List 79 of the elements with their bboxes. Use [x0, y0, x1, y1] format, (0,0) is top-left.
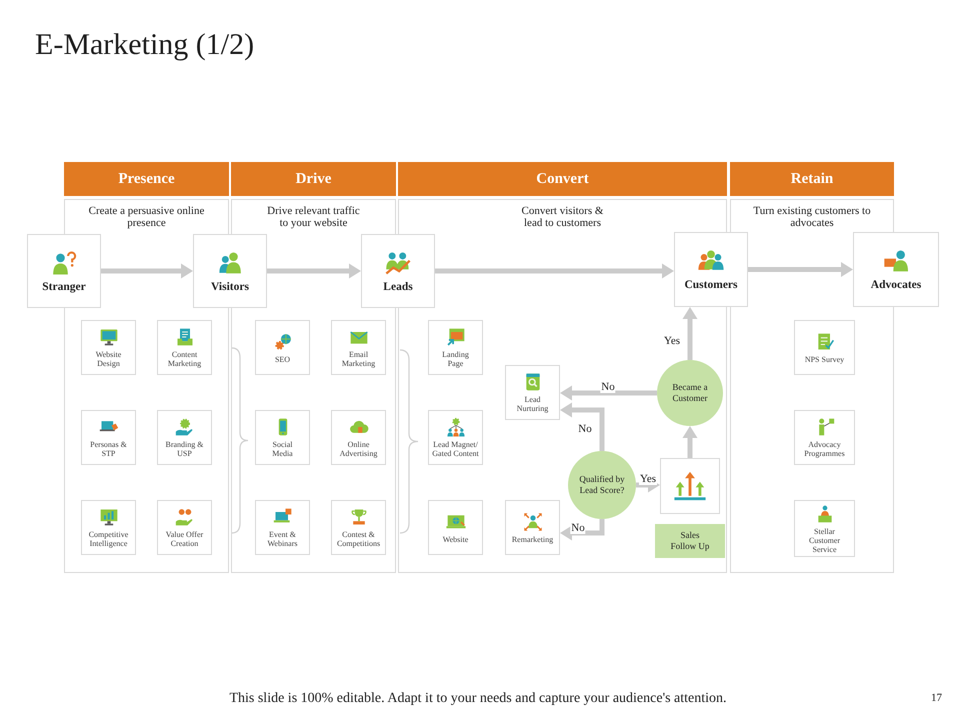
column-header: Presence — [64, 162, 229, 196]
tactic-card — [331, 410, 386, 465]
tactic-card — [255, 320, 310, 375]
tactic-card — [255, 500, 310, 555]
arrow — [748, 264, 853, 276]
tactic-label: Online Advertising — [338, 440, 378, 458]
tactic-card — [331, 320, 386, 375]
tactic-card — [794, 410, 855, 465]
tactic-card — [428, 500, 483, 555]
stage-label: Advocates — [870, 279, 922, 292]
slide-title: E-Marketing (1/2) — [35, 27, 254, 63]
arrow — [267, 265, 361, 277]
column-header: Retain — [730, 162, 894, 196]
tactic-card — [505, 365, 560, 420]
tactic-card — [505, 500, 560, 555]
icon-card — [660, 458, 720, 514]
process-box: Sales Follow Up — [655, 524, 725, 558]
tactic-card — [255, 410, 310, 465]
tactic-card — [794, 320, 855, 375]
column-header: Convert — [398, 162, 727, 196]
tactic-card — [428, 320, 483, 375]
tactic-label: Website — [442, 534, 468, 544]
tactic-label: Advocacy Programmes — [803, 440, 846, 458]
column-subtitle: Turn existing customers to advocates — [752, 205, 872, 229]
tactic-label: Competitive Intelligence — [88, 530, 130, 548]
edge-label: No — [600, 381, 616, 393]
tactic-card — [157, 410, 212, 465]
stage-box — [853, 232, 939, 307]
arrow — [560, 404, 604, 451]
edge-label: Yes — [663, 335, 681, 347]
tactic-label: NPS Survey — [804, 354, 844, 364]
column-subtitle: Drive relevant traffic to your website — [266, 205, 361, 229]
decision-circle: Qualified by Lead Score? — [568, 451, 636, 519]
arrow — [101, 265, 193, 277]
edge-label: Yes — [639, 473, 657, 485]
tactic-card — [81, 410, 136, 465]
tactic-card — [157, 320, 212, 375]
column-subtitle: Create a persuasive online presence — [88, 205, 206, 229]
stage-label: Customers — [684, 279, 738, 292]
tactic-card — [81, 500, 136, 555]
arrow — [560, 519, 604, 539]
stage-label: Visitors — [211, 280, 249, 294]
tactic-label: Personas & STP — [89, 440, 128, 458]
edge-label: No — [570, 522, 586, 534]
tactic-card — [81, 320, 136, 375]
decision-circle: Became a Customer — [657, 360, 723, 426]
stage-label: Stranger — [42, 280, 86, 294]
stage-label: Leads — [383, 280, 413, 294]
stage-box — [361, 234, 435, 308]
tactic-label: Contest & Competitions — [336, 530, 382, 548]
tactic-card — [428, 410, 483, 465]
arrow — [684, 307, 696, 360]
tactic-label: Value Offer Creation — [164, 530, 204, 548]
tactic-label: Stellar Customer Service — [808, 526, 842, 554]
tactic-label: Social Media — [271, 440, 294, 458]
tactic-label: Content Marketing — [166, 350, 202, 368]
tactic-label: Landing Page — [441, 350, 470, 368]
tactic-card — [331, 500, 386, 555]
tactic-label: Lead Magnet/ Gated Content — [431, 440, 480, 458]
stage-box — [193, 234, 267, 308]
column-subtitle: Convert visitors & lead to customers — [520, 205, 604, 229]
page-number: 17 — [931, 692, 942, 705]
tactic-label: Remarketing — [512, 534, 554, 544]
tactic-card — [794, 500, 855, 557]
tactic-card — [157, 500, 212, 555]
column-header: Drive — [231, 162, 396, 196]
stage-box — [674, 232, 748, 307]
arrow — [560, 387, 657, 399]
tactic-label: Event & Webinars — [266, 530, 298, 548]
tactic-label: Email Marketing — [340, 350, 376, 368]
tactic-label: SEO — [274, 354, 290, 364]
tactic-label: Lead Nurturing — [516, 395, 550, 413]
tactic-label: Website Design — [94, 350, 122, 368]
arrow — [435, 265, 674, 277]
stage-box — [27, 234, 101, 308]
arrow — [684, 426, 696, 458]
footer-note: This slide is 100% editable. Adapt it to your needs and capture your audience's attention. — [229, 690, 727, 707]
tactic-label: Branding & USP — [164, 440, 204, 458]
edge-label: No — [577, 423, 593, 435]
